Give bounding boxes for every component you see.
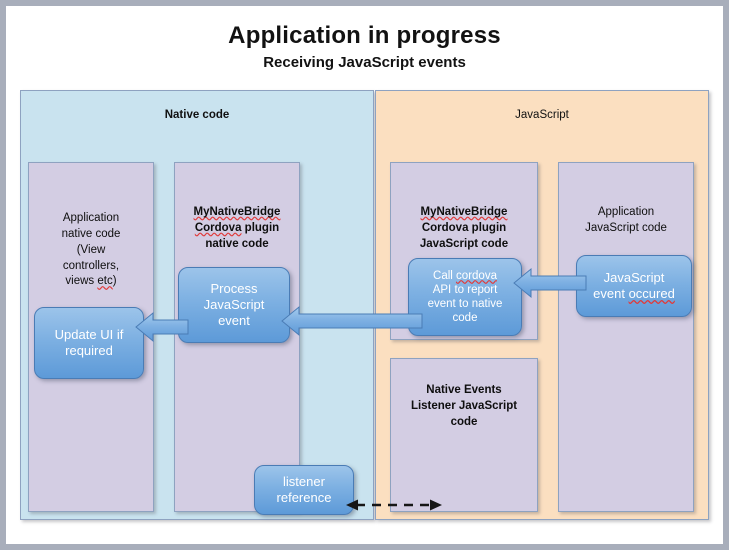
panel-native-code-label: Native code — [164, 109, 230, 121]
diagram-canvas: Application in progress Receiving JavaSc… — [6, 6, 723, 544]
page-subtitle: Receiving JavaScript events — [263, 53, 466, 71]
arrow-cordova-to-process — [281, 304, 423, 338]
arrow-listener-reference-link — [346, 496, 442, 514]
page-title: Application in progress — [228, 22, 501, 49]
arrow-js-event-to-cordova — [513, 266, 587, 300]
title-block: Application in progress Receiving JavaSc… — [6, 22, 723, 71]
arrow-process-to-update-ui — [135, 310, 189, 344]
panel-javascript-label: JavaScript — [515, 109, 569, 121]
